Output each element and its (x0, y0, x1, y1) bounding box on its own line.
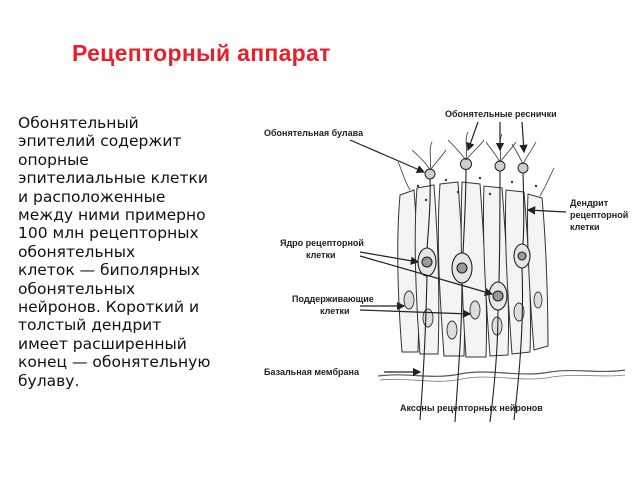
body-line: между ними примерно (18, 206, 206, 225)
body-line: обонятельных (18, 279, 136, 298)
label-supporting-cells: клетки (320, 306, 350, 316)
body-line: 100 млн рецепторных (18, 224, 199, 243)
body-line: опорные (18, 150, 89, 169)
receptor-cells (417, 167, 531, 423)
label-olfactory-cilia: Обонятельные реснички (445, 109, 557, 119)
label-axons: Аксоны рецепторных нейронов (400, 403, 543, 413)
olfactory-knobs (424, 158, 529, 180)
label-receptor-nucleus: Ядро рецепторной (280, 238, 364, 248)
body-line: Обонятельный (18, 114, 139, 132)
label-basal-membrane: Базальная мембрана (264, 367, 360, 377)
label-dendrite: клетки (570, 222, 600, 232)
body-line: и расположенные (18, 187, 166, 206)
mucus-texture (416, 176, 538, 202)
olfactory-epithelium-diagram: Обонятельная булава Обонятельные ресничк… (264, 109, 628, 423)
olfactory-cilia (397, 131, 555, 197)
label-supporting-cells: Поддерживающие (292, 294, 374, 304)
body-line: имеет расширенный (18, 334, 187, 353)
label-receptor-nucleus: клетки (306, 250, 336, 260)
label-arrows (349, 121, 567, 377)
body-line: обонятельных (18, 242, 136, 261)
label-dendrite: рецепторной (570, 210, 628, 220)
body-line: клеток — биполярных (18, 261, 200, 280)
body-line: булаву. (18, 371, 80, 390)
body-line: нейронов. Короткий и (18, 298, 200, 317)
label-dendrite: Дендрит (570, 198, 609, 208)
body-line: эпителий содержит (18, 132, 182, 151)
body-line: эпителиальные клетки (18, 169, 208, 188)
supporting-cell-nuclei (403, 290, 543, 340)
body-text: Обонятельный эпителий содержит опорные э… (18, 114, 254, 390)
slide-title: Рецепторный аппарат (72, 40, 331, 66)
body-line: толстый дендрит (18, 316, 162, 335)
label-olfactory-knob: Обонятельная булава (264, 128, 364, 138)
body-line: конец — обонятельную (18, 353, 211, 372)
